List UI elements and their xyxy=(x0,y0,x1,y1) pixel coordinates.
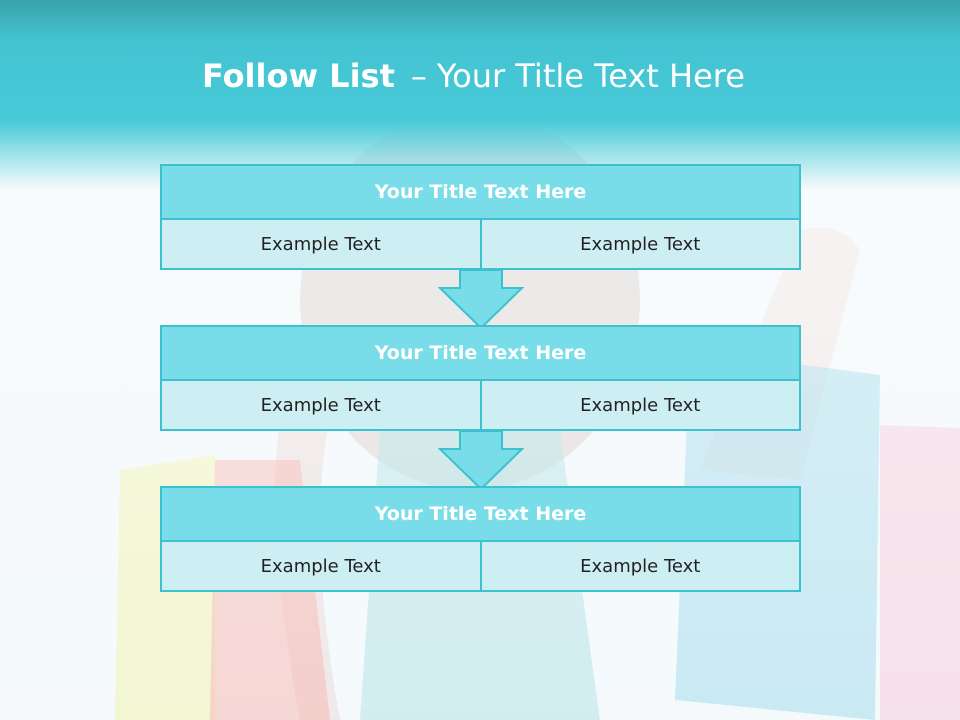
slide-title: Follow List–Your Title Text Here xyxy=(202,52,745,100)
cell-left: Example Text xyxy=(160,542,482,592)
title-rest: Your Title Text Here xyxy=(436,57,745,95)
block-row: Example Text Example Text xyxy=(160,542,801,592)
list-block-2: Your Title Text Here Example Text Exampl… xyxy=(160,325,801,431)
title-bold: Follow List xyxy=(202,57,395,95)
block-row: Example Text Example Text xyxy=(160,220,801,270)
title-dash: – xyxy=(410,57,427,95)
down-arrow-icon xyxy=(438,270,524,330)
block-row: Example Text Example Text xyxy=(160,381,801,431)
block-title: Your Title Text Here xyxy=(160,486,801,542)
header-band xyxy=(0,0,960,190)
block-title: Your Title Text Here xyxy=(160,325,801,381)
down-arrow-icon xyxy=(438,431,524,491)
block-title: Your Title Text Here xyxy=(160,164,801,220)
cell-left: Example Text xyxy=(160,220,482,270)
cell-left: Example Text xyxy=(160,381,482,431)
cell-right: Example Text xyxy=(481,542,801,592)
list-block-1: Your Title Text Here Example Text Exampl… xyxy=(160,164,801,270)
cell-right: Example Text xyxy=(481,220,801,270)
cell-right: Example Text xyxy=(481,381,801,431)
list-block-3: Your Title Text Here Example Text Exampl… xyxy=(160,486,801,592)
